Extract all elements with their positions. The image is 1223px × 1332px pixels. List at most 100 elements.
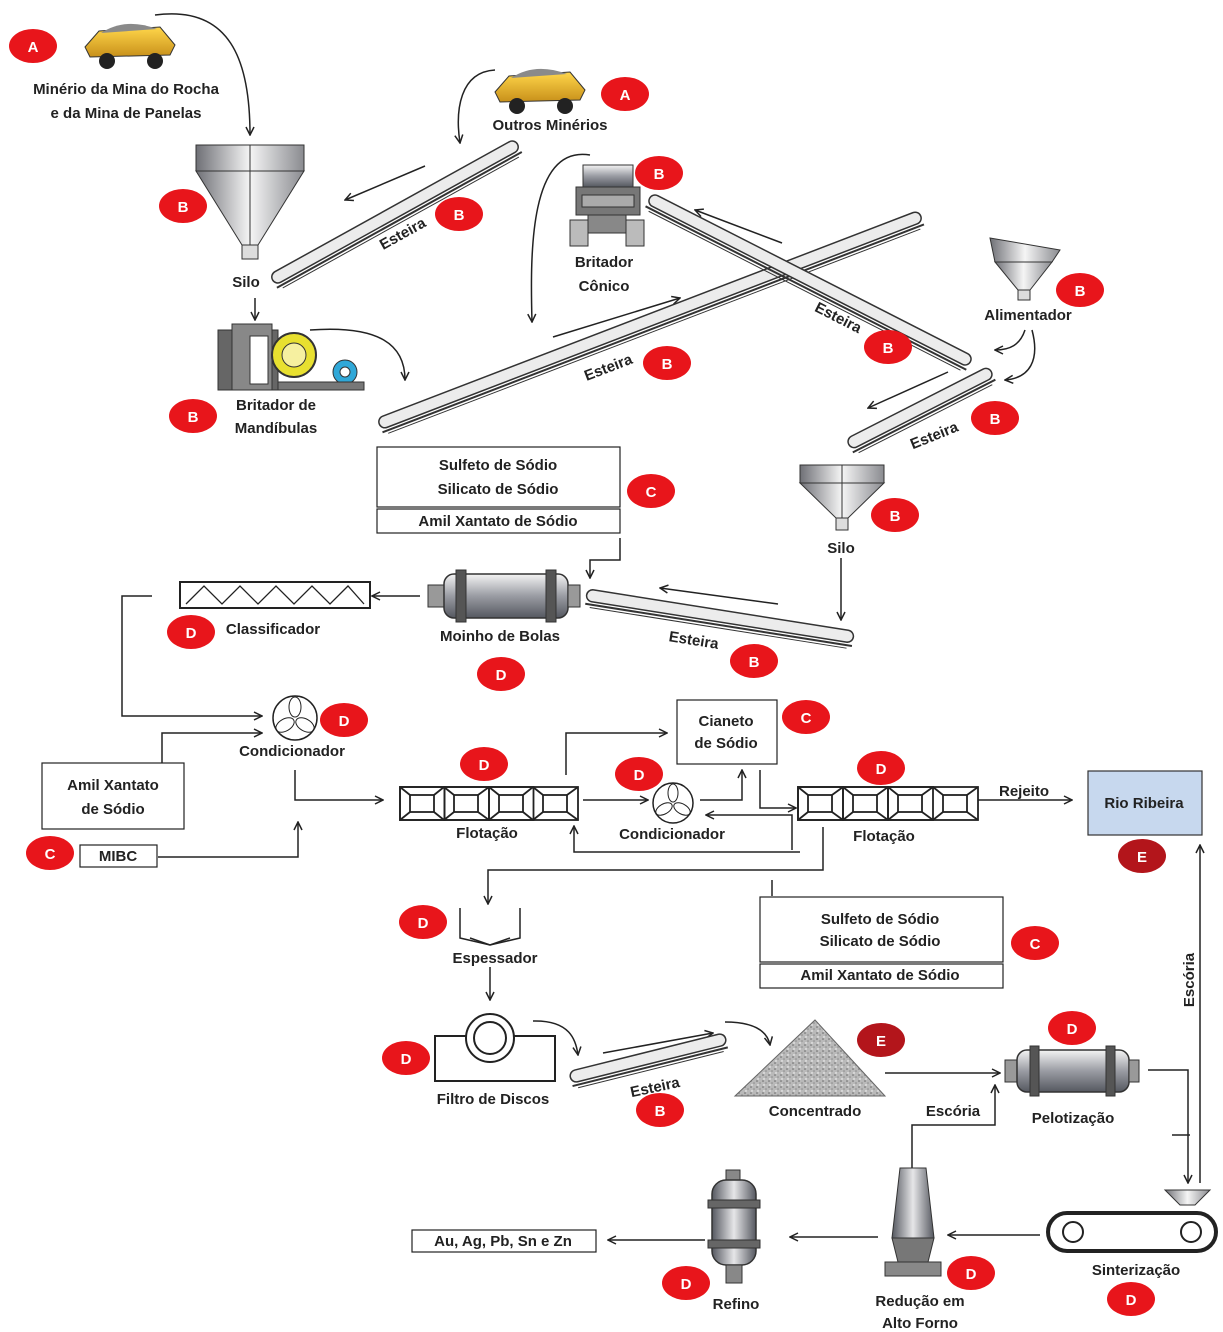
conveyor-5 [585, 589, 855, 649]
conveyor-3 [645, 194, 972, 371]
badge-c-text: C [801, 710, 812, 727]
refining-label: Refino [713, 1296, 760, 1313]
badge-d-text: D [186, 625, 197, 642]
badge-d-text: D [966, 1266, 977, 1283]
badge-b: B [636, 1093, 684, 1127]
badge-d: D [460, 747, 508, 781]
cone-crusher-label-2: Cônico [579, 278, 630, 295]
badge-c: C [1011, 926, 1059, 960]
badge-a: A [601, 77, 649, 111]
badge-d: D [662, 1266, 710, 1300]
products-box [411, 1229, 597, 1253]
conveyor-1 [271, 140, 523, 289]
sintering-label: Sinterização [1092, 1262, 1180, 1279]
badge-b-text: B [749, 654, 760, 671]
cone-crusher-label-1: Britador [575, 254, 634, 271]
feeder-label: Alimentador [984, 307, 1072, 324]
classifier-label: Classificador [226, 621, 320, 638]
badge-d: D [947, 1256, 995, 1290]
other-ores-label: Outros Minérios [492, 117, 607, 134]
slag-vertical-label: Escória [1181, 952, 1198, 1007]
badge-d: D [857, 751, 905, 785]
classifier-icon [179, 581, 371, 609]
badge-d-text: D [634, 767, 645, 784]
reagent-box-1 [376, 446, 621, 534]
badge-a: A [9, 29, 57, 63]
sintering-belt-icon [1046, 1189, 1218, 1253]
blast-furnace-label-2: Alto Forno [882, 1315, 958, 1332]
badge-b-text: B [178, 199, 189, 216]
badge-d-text: D [339, 713, 350, 730]
badge-b: B [971, 401, 1019, 435]
badge-a-text: A [28, 39, 39, 56]
conveyor-4 [847, 367, 996, 454]
mine-label-line2: e da Mina de Panelas [51, 105, 202, 122]
conditioner-1-label: Condicionador [239, 743, 345, 760]
silo-icon [798, 464, 886, 531]
thickener-label: Espessador [452, 950, 537, 967]
badge-c: C [627, 474, 675, 508]
mine-label-line1: Minério da Mina do Rocha [33, 81, 220, 98]
flotation-cells-icon [399, 786, 579, 821]
badge-d: D [1107, 1282, 1155, 1316]
products-label: Au, Ag, Pb, Sn e Zn [434, 1233, 572, 1250]
badge-d-text: D [681, 1276, 692, 1293]
badge-b-text: B [188, 409, 199, 426]
badge-b: B [1056, 273, 1104, 307]
conveyor-6 [569, 1033, 729, 1089]
conditioner-icon [272, 695, 318, 741]
badge-b-text: B [662, 356, 673, 373]
badge-b-text: B [890, 508, 901, 525]
flow-lines [121, 13, 1200, 1240]
badge-d-text: D [418, 915, 429, 932]
disc-filter-icon [434, 1013, 556, 1082]
amil-label-1: Amil Xantato [67, 777, 159, 794]
feeder-icon [989, 237, 1061, 301]
badge-d-text: D [1126, 1292, 1137, 1309]
badge-b-text: B [655, 1103, 666, 1120]
badge-b-text: B [1075, 283, 1086, 300]
blast-furnace-label-1: Redução em [875, 1293, 964, 1310]
silo-1-label: Silo [232, 274, 260, 291]
concentrate-pile-icon [733, 1019, 887, 1097]
badge-b-text: B [454, 207, 465, 224]
badge-e-text: E [876, 1033, 886, 1050]
reagent-1-bottom: Amil Xantato de Sódio [418, 513, 577, 530]
badge-b: B [730, 644, 778, 678]
slag-label: Escória [926, 1103, 981, 1120]
thickener-icon [459, 908, 521, 946]
badge-d-text: D [479, 757, 490, 774]
truck-icon [84, 23, 176, 69]
badge-e-text: E [1137, 849, 1147, 866]
badge-d: D [399, 905, 447, 939]
badge-d-text: D [1067, 1021, 1078, 1038]
badge-d-text: D [876, 761, 887, 778]
reagent-2-line1: Sulfeto de Sódio [821, 911, 939, 928]
badge-b: B [169, 399, 217, 433]
concentrate-label: Concentrado [769, 1103, 862, 1120]
belt-direction-arrows [345, 165, 949, 1054]
reagent-2-bottom: Amil Xantato de Sódio [800, 967, 959, 984]
truck-icon [494, 68, 586, 114]
cyanide-label-1: Cianeto [698, 713, 753, 730]
silo-icon [195, 144, 305, 260]
pelletizing-label: Pelotização [1032, 1110, 1115, 1127]
badge-b: B [643, 346, 691, 380]
disc-filter-label: Filtro de Discos [437, 1091, 550, 1108]
badge-d-text: D [401, 1051, 412, 1068]
badge-d: D [615, 757, 663, 791]
flotation-1-label: Flotação [456, 825, 518, 842]
cyanide-label-2: de Sódio [694, 735, 757, 752]
tailings-label: Rejeito [999, 783, 1049, 800]
ball-mill-icon [427, 569, 581, 623]
badge-b-text: B [883, 340, 894, 357]
badge-b: B [871, 498, 919, 532]
badge-e: E [857, 1023, 905, 1057]
badge-c-text: C [1030, 936, 1041, 953]
conditioner-2-label: Condicionador [619, 826, 725, 843]
badge-b: B [159, 189, 207, 223]
refining-column-icon [707, 1169, 761, 1284]
silo-2-label: Silo [827, 540, 855, 557]
conveyor-5-label: Esteira [668, 628, 721, 653]
